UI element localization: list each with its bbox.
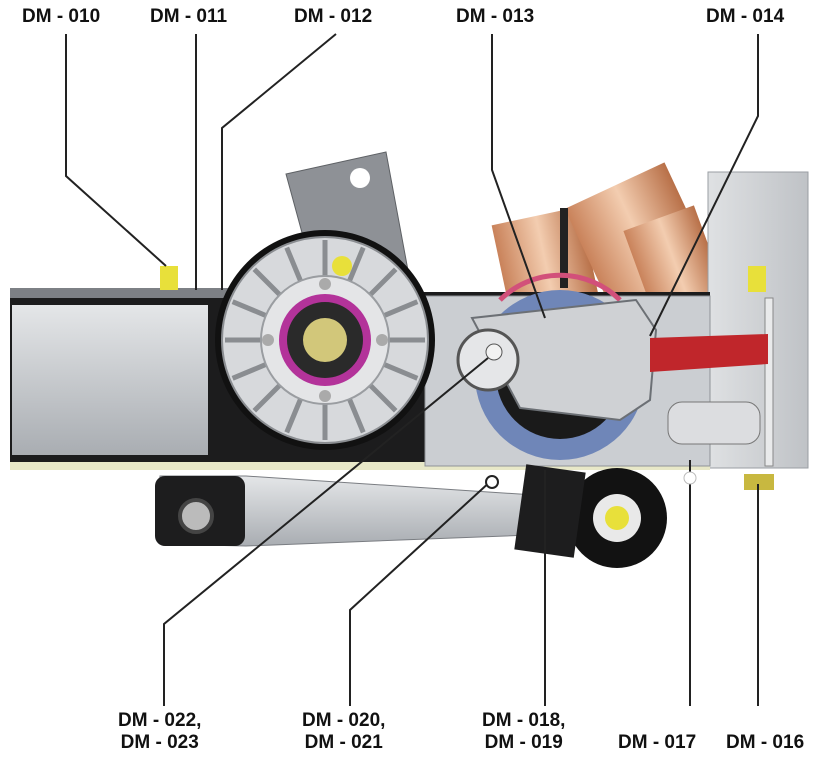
vertical-rod — [560, 208, 568, 288]
chassis-top-rail — [10, 288, 240, 298]
motor-cylinder — [667, 401, 761, 445]
callout-line: DM - 021 — [304, 732, 383, 753]
callout-dm-018-019: DM - 018, DM - 019 — [482, 710, 565, 754]
pulley-spoke — [368, 383, 398, 413]
chassis-bottom-strip — [10, 462, 710, 470]
leader-lines — [65, 33, 759, 706]
callout-dm-016: DM - 016 — [726, 732, 805, 753]
callout-dm-010: DM - 010 — [22, 6, 101, 27]
callout-line: DM - 019 — [484, 732, 563, 753]
bracket-hole — [350, 168, 370, 188]
callout-line: DM - 023 — [120, 732, 199, 753]
pulley-spoke — [347, 246, 366, 282]
callout-dm-022-023: DM - 022, DM - 023 — [118, 710, 201, 754]
pulley-spoke — [231, 299, 267, 318]
pulley-wheel — [215, 230, 435, 450]
pulley-spoke — [284, 246, 303, 282]
leader-endpoint — [485, 475, 499, 489]
pulley-spoke — [383, 299, 419, 318]
callout-dm-017: DM - 017 — [618, 732, 697, 753]
pulley-spoke — [368, 267, 398, 297]
right-rail — [764, 297, 774, 467]
pulley-spoke — [284, 398, 303, 434]
leader-endpoint — [683, 471, 697, 485]
pulley-spoke — [231, 362, 267, 381]
pulley-spoke — [252, 267, 282, 297]
callout-line: DM - 022, — [118, 710, 202, 731]
pulley-spoke — [252, 383, 282, 413]
callout-dm-011: DM - 011 — [150, 6, 228, 27]
cam-plate — [470, 298, 658, 422]
callout-dm-013: DM - 013 — [456, 6, 535, 27]
pulley-spoke — [347, 398, 366, 434]
chassis-left-panel — [12, 305, 208, 455]
callout-dm-020-021: DM - 020, DM - 021 — [302, 710, 385, 754]
red-bar — [650, 334, 768, 372]
callout-dm-014: DM - 014 — [706, 6, 785, 27]
idler-roller — [456, 328, 520, 392]
pulley-spoke — [383, 362, 419, 381]
lower-arm — [155, 464, 667, 568]
callout-dm-012: DM - 012 — [294, 6, 373, 27]
callout-line: DM - 020, — [302, 710, 386, 731]
yellow-nuts — [160, 256, 774, 490]
roller-bolt — [485, 343, 503, 361]
callout-line: DM - 018, — [482, 710, 566, 731]
